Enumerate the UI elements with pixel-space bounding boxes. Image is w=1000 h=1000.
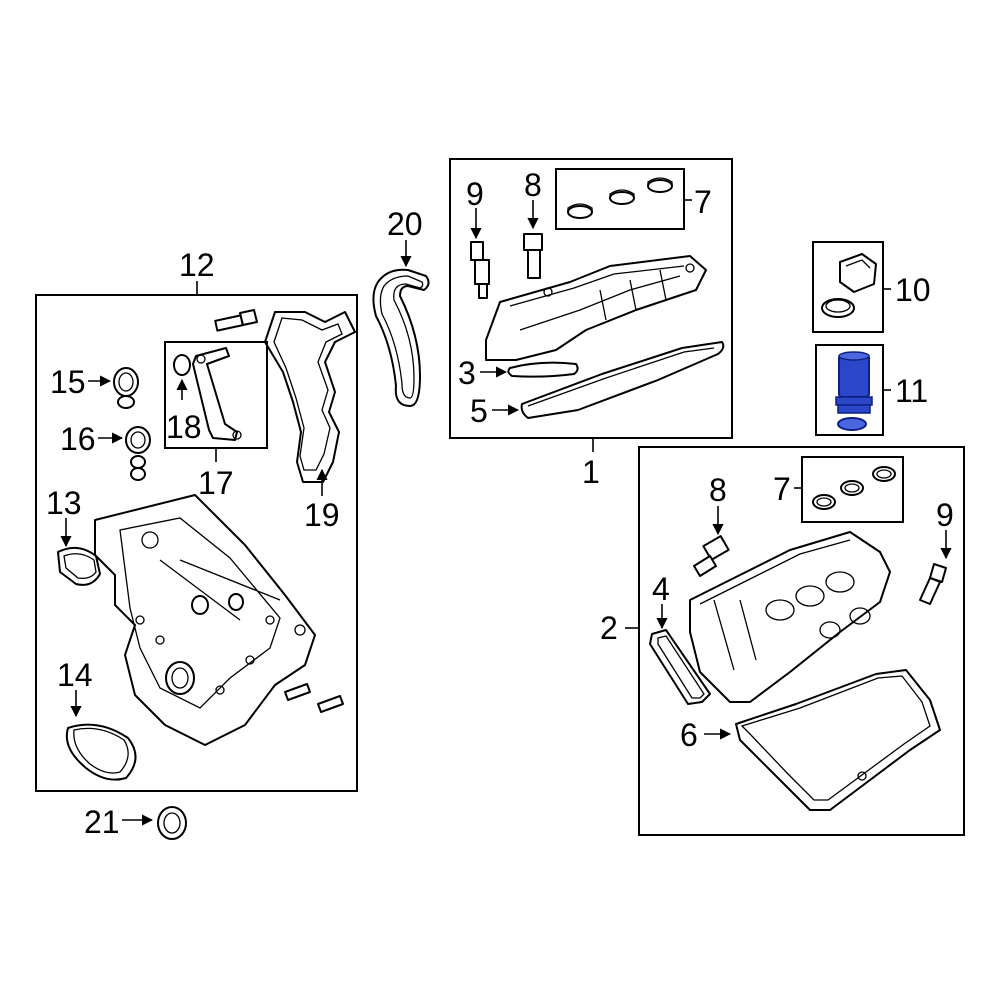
crank-seal-21[interactable] (157, 806, 187, 840)
engine-front-cover[interactable] (94, 494, 316, 746)
callout-12: 12 (179, 247, 215, 283)
callout-18: 18 (166, 409, 202, 445)
oil-filler-cap[interactable] (839, 253, 877, 293)
gasket-20[interactable] (372, 268, 430, 407)
callout-13: 13 (46, 485, 82, 521)
callout-16: 16 (60, 421, 96, 457)
callout-8-upper: 8 (524, 167, 542, 203)
seals-7-lower[interactable] (812, 466, 896, 510)
callout-20: 20 (387, 206, 423, 242)
valve-cover-lower[interactable] (689, 531, 891, 703)
highlighted-part-11[interactable] (835, 351, 873, 431)
spark-plug-9-upper[interactable] (470, 241, 490, 299)
callout-11: 11 (895, 373, 928, 409)
cover-bolt[interactable] (214, 309, 258, 332)
callout-7-lower: 7 (773, 471, 791, 507)
callout-7-upper: 7 (694, 184, 712, 220)
valve-cover-upper[interactable] (485, 255, 707, 361)
callout-4: 4 (652, 571, 670, 607)
callout-8-lower: 8 (709, 472, 727, 508)
oil-separator-group-11[interactable] (815, 344, 891, 436)
gasket-3[interactable] (507, 361, 579, 378)
callout-21: 21 (84, 804, 120, 840)
gasket-6[interactable] (735, 669, 941, 811)
group-box-7-lower (801, 456, 904, 523)
callout-9-lower: 9 (936, 497, 954, 533)
gasket-5[interactable] (520, 341, 725, 419)
group-box-2 (638, 446, 965, 836)
callout-labels: 1 2 3 4 5 6 7 7 8 8 9 9 10 11 12 13 14 1… (46, 167, 954, 840)
front-cover-group[interactable] (35, 281, 358, 792)
bolt-8-lower[interactable] (693, 535, 730, 577)
oil-cap-group-10[interactable] (812, 241, 891, 333)
dowel-pins[interactable] (284, 683, 344, 713)
group-box-7-upper (555, 168, 685, 230)
timing-tensioner-arm[interactable] (192, 347, 242, 441)
group-box-1 (449, 158, 733, 439)
callout-14: 14 (57, 657, 93, 693)
gasket-19[interactable] (264, 311, 356, 483)
callout-17: 17 (198, 465, 234, 501)
valve-cover-group-1[interactable] (449, 158, 733, 452)
spark-plug-9-lower[interactable] (919, 563, 947, 605)
seal-15[interactable] (113, 367, 139, 409)
callout-3: 3 (458, 355, 476, 391)
callout-19: 19 (304, 497, 340, 533)
callout-9-upper: 9 (466, 176, 484, 212)
group-box-10 (812, 241, 884, 333)
seal-16[interactable] (125, 426, 151, 481)
gasket-13[interactable] (57, 546, 101, 586)
gasket-4[interactable] (649, 629, 711, 705)
callout-15: 15 (50, 364, 86, 400)
callout-2: 2 (600, 610, 618, 646)
seal-14[interactable] (65, 723, 137, 781)
callout-1: 1 (582, 454, 600, 490)
callout-10: 10 (895, 272, 931, 308)
bolt-8-upper[interactable] (523, 233, 543, 279)
callout-5: 5 (470, 393, 488, 429)
seals-7-upper[interactable] (567, 177, 673, 219)
cap-seal[interactable] (821, 298, 855, 318)
valve-cover-group-2[interactable] (625, 446, 965, 836)
callout-6: 6 (680, 717, 698, 753)
o-ring-18[interactable] (173, 354, 191, 376)
